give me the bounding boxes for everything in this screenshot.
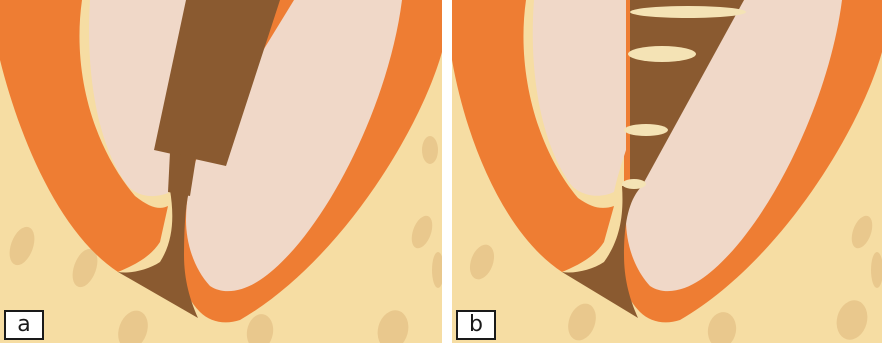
panel-a-illustration bbox=[0, 0, 442, 343]
panel-divider bbox=[442, 0, 452, 343]
increment-band bbox=[624, 124, 668, 136]
bone-spot bbox=[422, 136, 438, 164]
panel-label-text: a bbox=[6, 312, 42, 338]
increment-band bbox=[622, 179, 646, 189]
panel-b-illustration bbox=[452, 0, 882, 343]
panel-a: a bbox=[0, 0, 442, 343]
panel-label-a: a bbox=[4, 310, 44, 340]
increment-band bbox=[630, 6, 746, 18]
panel-b: b bbox=[452, 0, 882, 343]
increment-band bbox=[628, 46, 696, 62]
panel-label-b: b bbox=[456, 310, 496, 340]
panel-label-text: b bbox=[458, 312, 494, 338]
